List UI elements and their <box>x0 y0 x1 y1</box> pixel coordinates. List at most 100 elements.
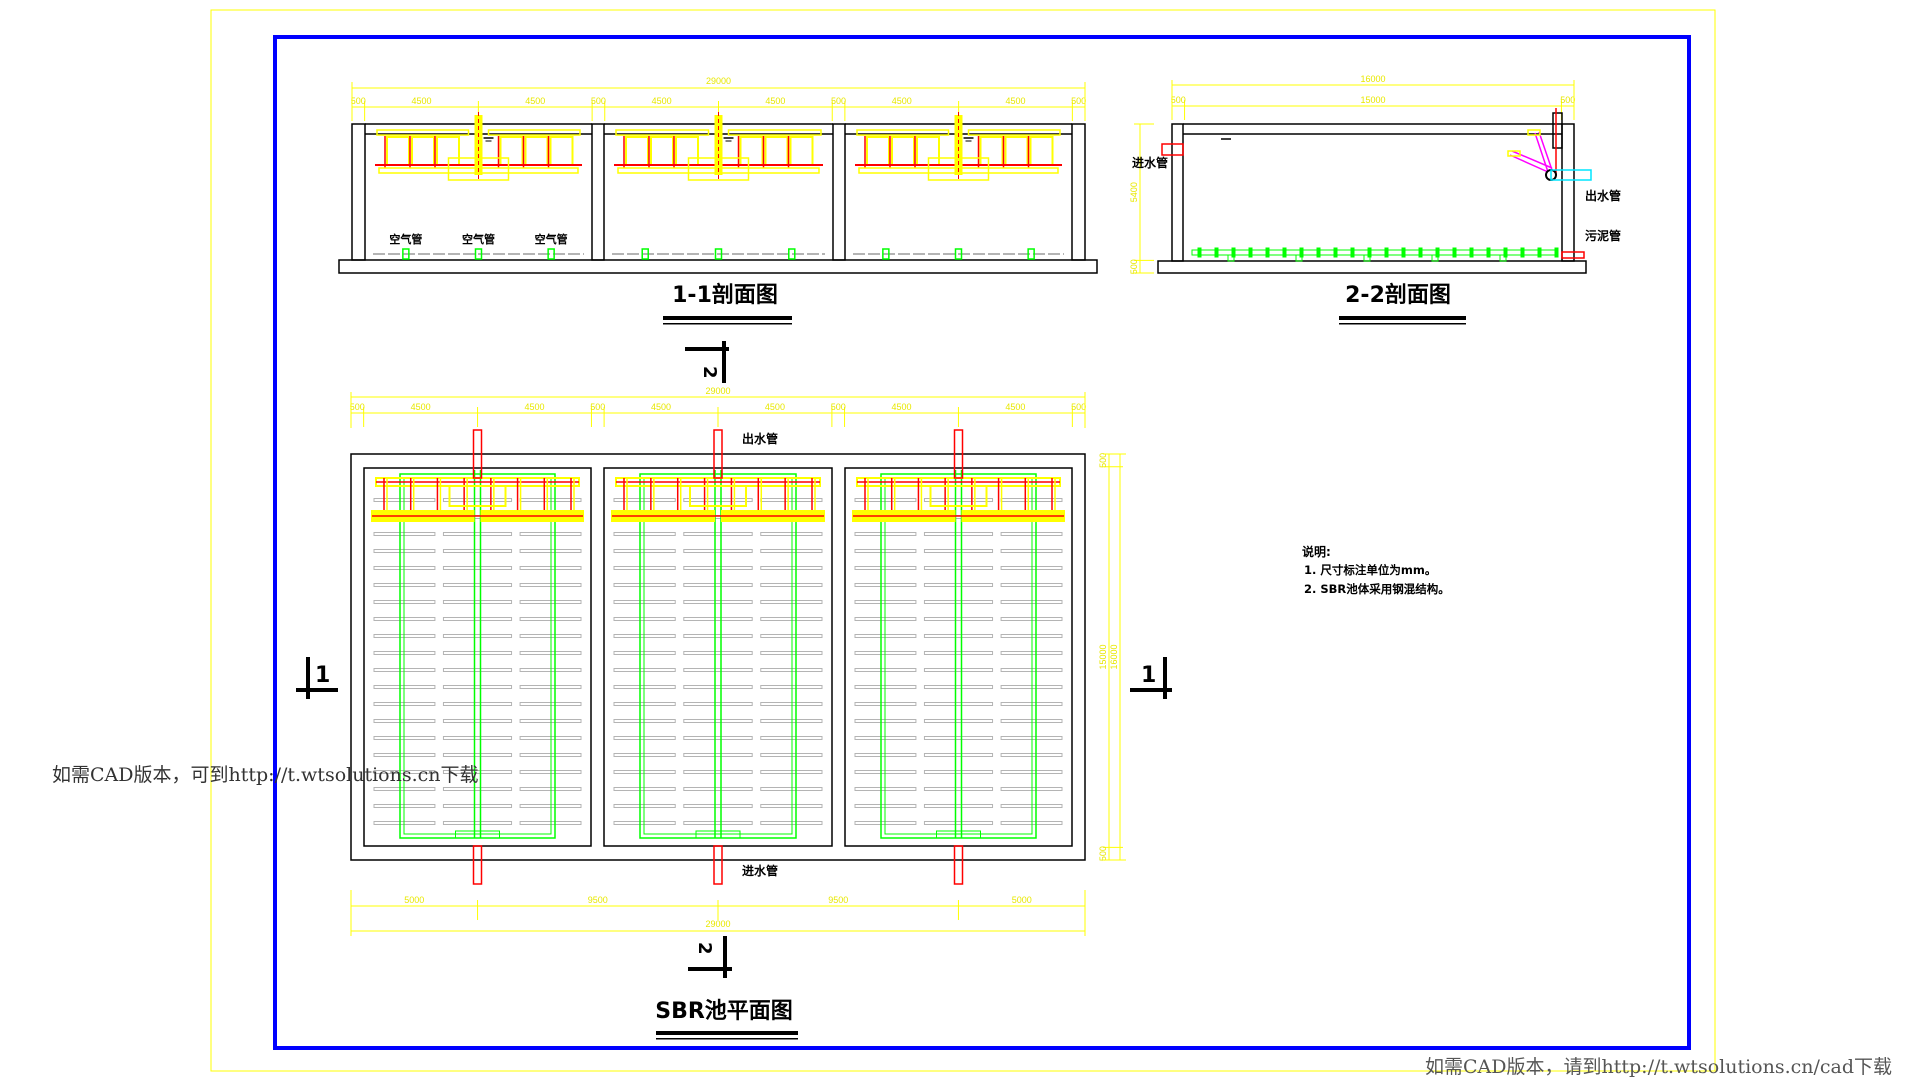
dimension-label: 500 <box>1071 96 1086 106</box>
dimension-label: 9500 <box>828 895 848 905</box>
air-diffuser <box>1537 247 1542 258</box>
cell-wall <box>603 467 833 847</box>
diffuser-lateral <box>760 498 823 502</box>
dimension-label: 15000 <box>1098 644 1108 669</box>
inlet-pipe <box>953 845 964 885</box>
diffuser-lateral <box>683 583 753 587</box>
diffuser-lateral <box>683 566 753 570</box>
diffuser-lateral <box>923 600 994 604</box>
outlet-pipe-label: 出水管 <box>742 431 778 446</box>
diffuser-lateral <box>760 549 823 553</box>
decanter-frame-box <box>979 136 1004 166</box>
diffuser-lateral <box>442 736 513 740</box>
plan-title: SBR池平面图 <box>655 999 793 1024</box>
decanter-arm <box>1538 131 1553 171</box>
dimension-label: 4500 <box>892 96 912 106</box>
tank-wall <box>832 123 846 261</box>
air-valve-group <box>695 830 741 839</box>
diffuser-lateral <box>760 651 823 655</box>
diffuser-lateral <box>442 549 513 553</box>
dimension-label: 4500 <box>524 402 544 412</box>
diffuser-lateral <box>613 549 676 553</box>
outer-sheet-frame <box>210 9 1716 1072</box>
diffuser-lateral <box>760 685 823 689</box>
diffuser-support <box>1363 254 1371 262</box>
decanter-frame-box <box>524 136 549 166</box>
diffuser-lateral <box>923 821 994 825</box>
air-diffuser <box>547 248 555 260</box>
reactor-cell <box>844 467 1073 847</box>
diffuser-lateral <box>923 498 994 502</box>
decanter-frame-box <box>675 136 699 166</box>
diffuser-lateral <box>442 719 513 723</box>
overall-dimension-label: 16000 <box>1109 644 1119 669</box>
air-header-pipe <box>1191 249 1557 256</box>
diffuser-lateral <box>683 702 753 706</box>
watermark-left: 如需CAD版本，可到http://t.wtsolutions.cn下载 <box>52 764 479 786</box>
diffuser-lateral <box>683 668 753 672</box>
drawing-border <box>273 35 1691 1050</box>
air-diffuser <box>1452 247 1457 258</box>
diffuser-lateral <box>442 804 513 808</box>
air-diffuser <box>1554 247 1559 258</box>
decanter-center-box <box>689 485 747 507</box>
decanter-frame-box <box>386 136 410 166</box>
diffuser-support <box>1499 254 1507 262</box>
diffuser-lateral <box>613 685 676 689</box>
diffuser-lateral <box>442 600 513 604</box>
air-diffuser <box>1418 247 1423 258</box>
reactor-cell <box>363 467 592 847</box>
section-mark-label: 1 <box>1141 663 1156 688</box>
diffuser-lateral <box>760 736 823 740</box>
title-underline <box>663 323 792 325</box>
diffuser-lateral <box>683 753 753 757</box>
decanter-top-bar <box>615 129 710 136</box>
diffuser-lateral <box>442 668 513 672</box>
diffuser-lateral <box>683 787 753 791</box>
diffuser-lateral <box>613 753 676 757</box>
diffuser-lateral <box>442 566 513 570</box>
diffuser-lateral <box>760 617 823 621</box>
decanter-mechanism <box>1507 108 1563 181</box>
diffuser-lateral <box>760 566 823 570</box>
air-diffuser <box>1316 247 1321 258</box>
diffuser-lateral <box>760 583 823 587</box>
diffuser-lateral <box>683 821 753 825</box>
diffuser-lateral <box>760 821 823 825</box>
diffuser-lateral <box>613 566 676 570</box>
decanter-top-bar <box>487 129 581 136</box>
decanter-drive <box>1552 112 1563 149</box>
diffuser-lateral <box>683 719 753 723</box>
air-valve-group <box>936 830 981 839</box>
dimension-label: 500 <box>1098 846 1108 861</box>
section-2-2-title: 2-2剖面图 <box>1345 282 1451 308</box>
watermark-bottom-right: 如需CAD版本，请到http://t.wtsolutions.cn/cad下载 <box>1425 1056 1892 1078</box>
section-mark-label: 2 <box>699 366 720 379</box>
decanter-assembly <box>855 112 1062 182</box>
outlet-pipe <box>713 429 723 479</box>
dimension-label: 4500 <box>1005 402 1025 412</box>
cell-wall <box>844 467 1073 847</box>
air-diffuser <box>474 248 483 260</box>
decanter-arm <box>1509 154 1549 173</box>
decanter-top-bar <box>967 129 1061 136</box>
decanter-top-bar <box>376 129 470 136</box>
diffuser-lateral <box>923 770 994 774</box>
decanter-weir <box>1507 150 1521 157</box>
air-pipe-loop <box>880 473 1037 839</box>
diffuser-lateral <box>683 634 753 638</box>
outlet-pipe-label: 出水管 <box>1585 188 1621 203</box>
decanter-frame-box <box>499 136 524 166</box>
diffuser-lateral <box>923 617 994 621</box>
diffuser-lateral <box>442 821 513 825</box>
base-slab <box>1157 260 1587 274</box>
diffuser-lateral <box>683 532 753 536</box>
air-diffuser <box>1265 247 1270 258</box>
air-diffuser <box>1027 248 1035 260</box>
diffuser-lateral <box>760 753 823 757</box>
air-diffuser <box>1520 247 1525 258</box>
diffuser-lateral <box>442 651 513 655</box>
section-mark-1-right: 1 <box>1130 657 1172 699</box>
